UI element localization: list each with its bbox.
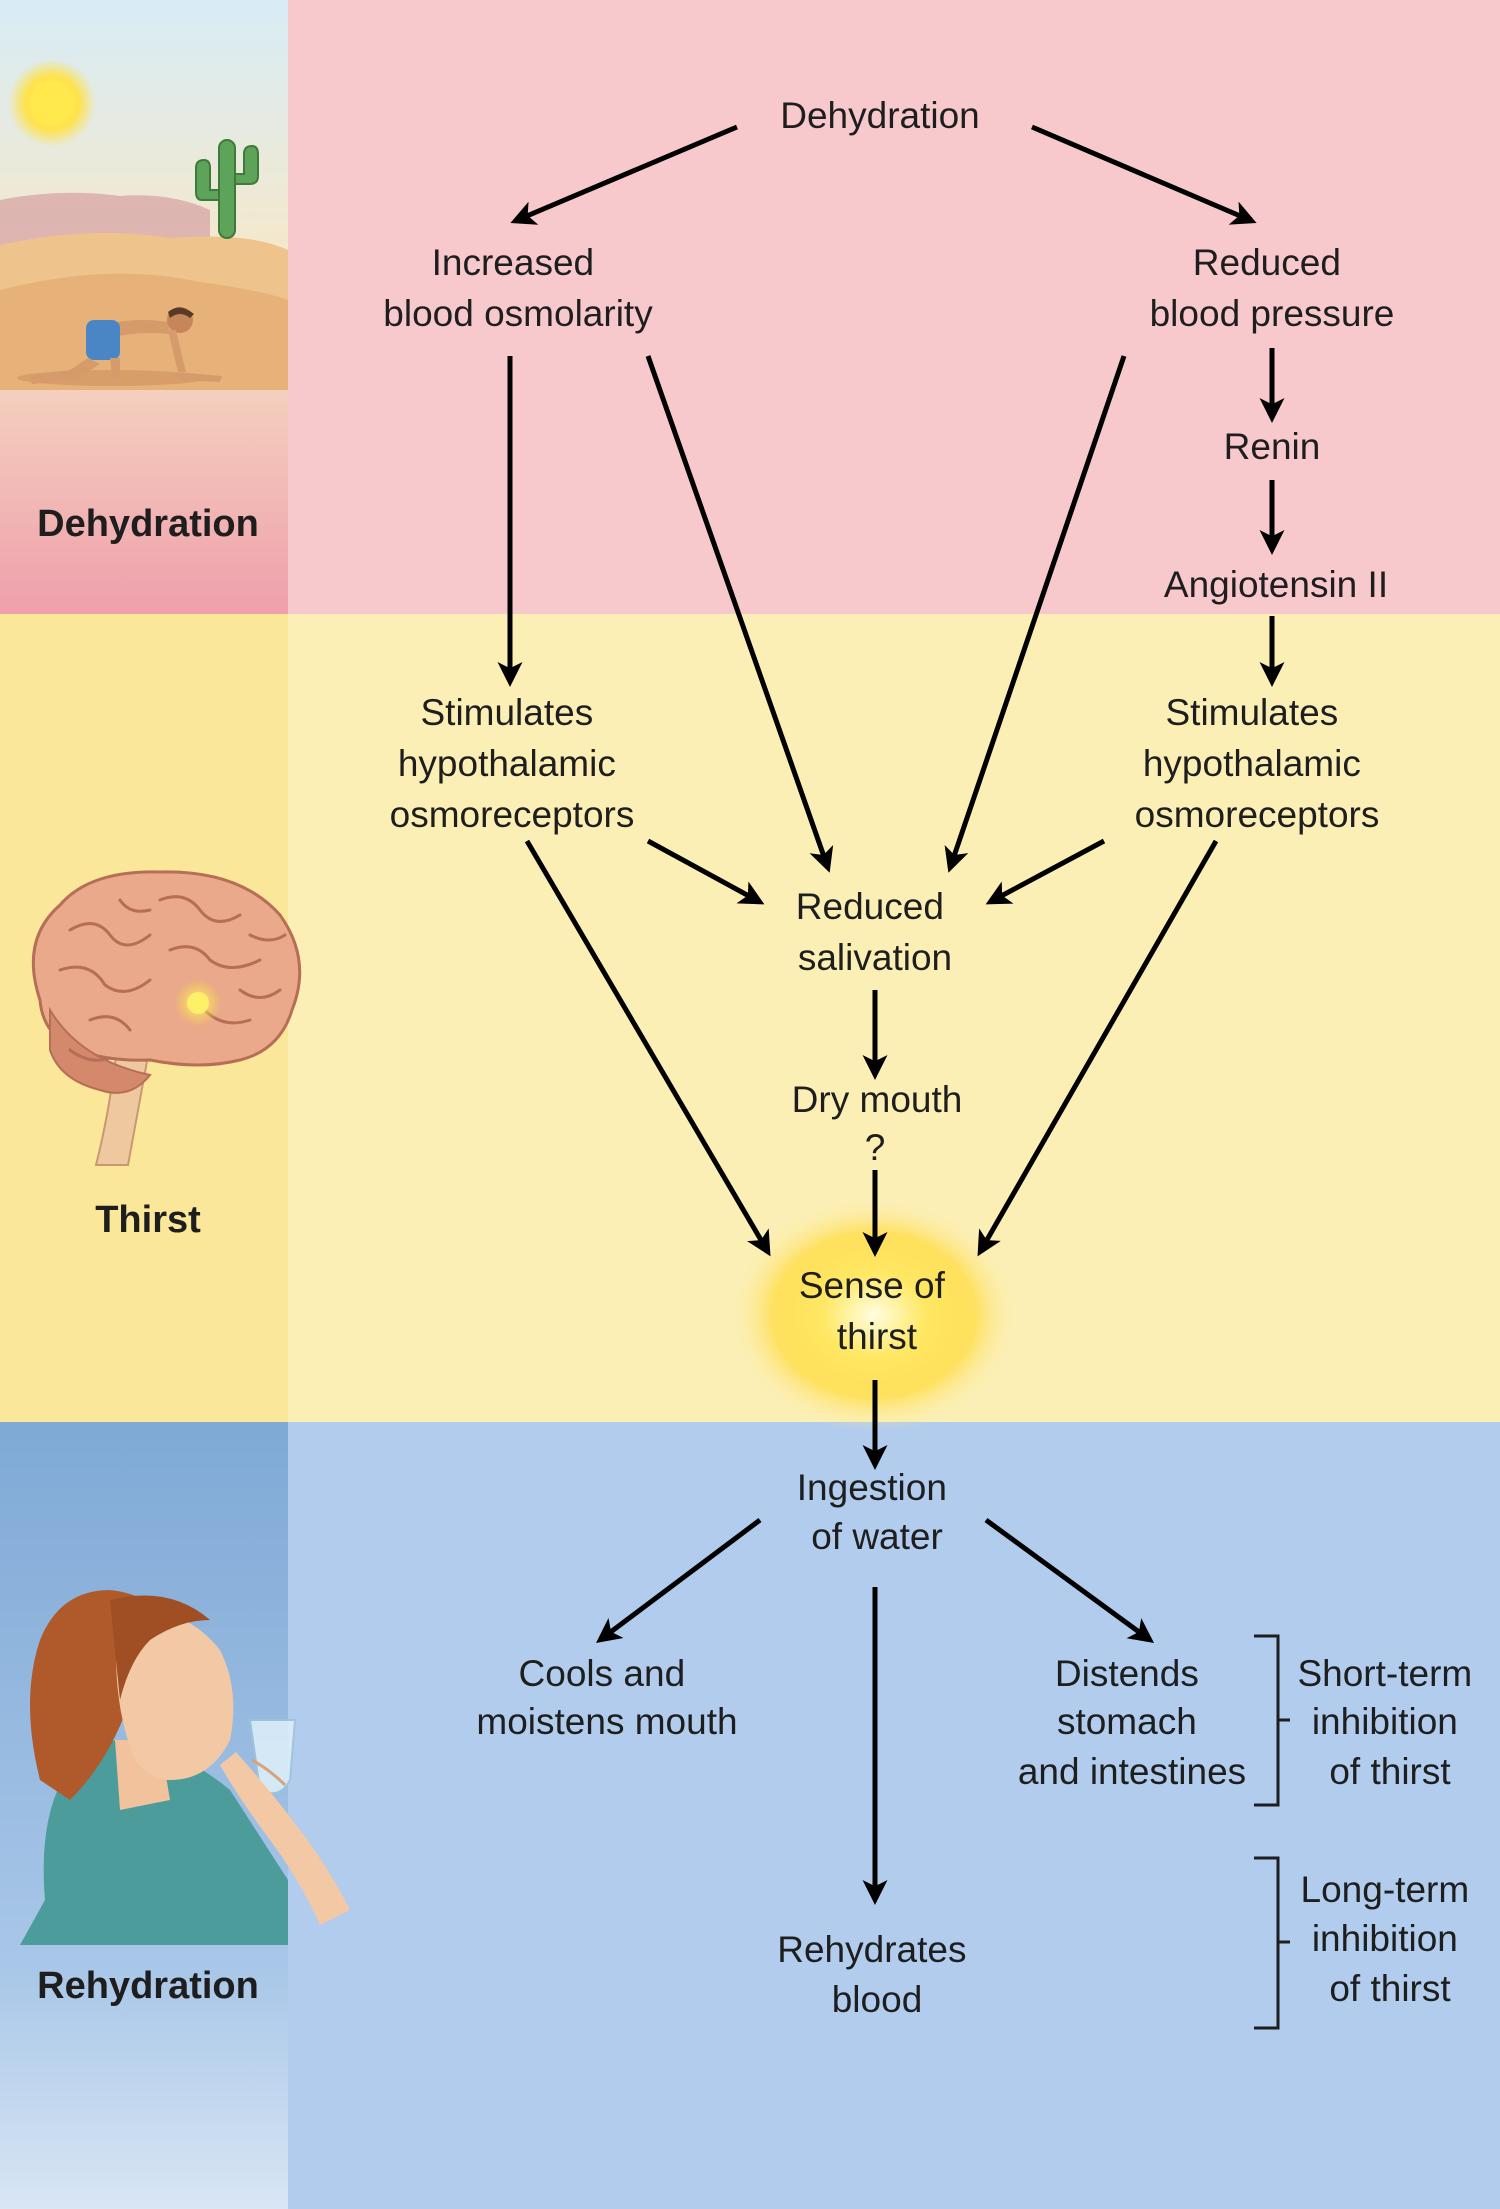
node-reduced-pressure: Reduced blood pressure (1150, 242, 1395, 334)
arrow-osmoreceptors-left-to-thirst (524, 839, 771, 1257)
node-increased-osmolarity: Increased blood osmolarity (383, 242, 653, 334)
node-rehydrates: Rehydrates blood (777, 1929, 977, 2020)
node-distends: Distends stomach and intestines (1018, 1653, 1246, 1792)
node-reduced-salivation: Reduced salivation (796, 886, 954, 978)
brain-illustration (31, 870, 302, 1166)
node-sense-of-thirst: Sense of thirst (799, 1265, 955, 1357)
woman-drinking-illustration (20, 1590, 350, 1945)
node-osmoreceptors-right: Stimulates hypothalamic osmoreceptors (1135, 692, 1380, 835)
arrow-osmoreceptors-left-to-salivation (646, 838, 765, 905)
arrow-osmoreceptors-right-to-thirst (977, 839, 1219, 1257)
arrow-ingestion-to-distends (984, 1517, 1155, 1643)
node-long-term-inhibition: Long-term inhibition of thirst (1301, 1869, 1480, 2009)
node-osmoreceptors-left: Stimulates hypothalamic osmoreceptors (390, 692, 635, 835)
node-cools-mouth: Cools and moistens mouth (476, 1653, 737, 1742)
node-renin: Renin (1224, 426, 1321, 467)
arrow-dehydration-to-pressure (1031, 124, 1257, 225)
node-ingestion: Ingestion of water (797, 1467, 957, 1557)
arrow-dehydration-to-osmolarity (510, 124, 738, 225)
rehydration-side-label: Rehydration (37, 1965, 259, 2007)
arrow-pressure-to-salivation (944, 355, 1127, 873)
thirst-glow (729, 1197, 1019, 1433)
arrow-ingestion-to-cools (596, 1518, 762, 1643)
arrow-osmolarity-to-salivation (645, 355, 834, 873)
long-term-bracket (1254, 1856, 1290, 2030)
node-short-term-inhibition: Short-term inhibition of thirst (1297, 1653, 1482, 1792)
short-term-bracket (1254, 1634, 1290, 1807)
arrows (497, 124, 1285, 1905)
desert-illustration (0, 59, 288, 390)
node-dry-mouth: Dry mouth (792, 1079, 963, 1120)
dehydration-side-label: Dehydration (37, 503, 259, 545)
node-dehydration: Dehydration (780, 95, 980, 136)
thirst-side-label: Thirst (95, 1199, 201, 1241)
node-angiotensin: Angiotensin II (1164, 564, 1388, 605)
node-question: ? (865, 1127, 886, 1168)
arrow-osmoreceptors-right-to-salivation (985, 838, 1106, 905)
